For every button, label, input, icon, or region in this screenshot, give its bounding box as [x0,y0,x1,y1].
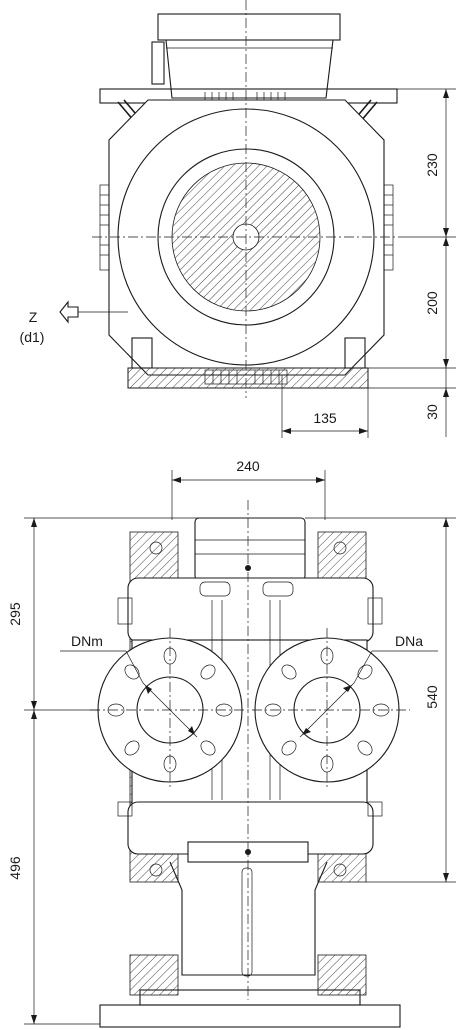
motor-end-view [92,0,400,398]
coupling-housing [194,517,306,581]
dim-30: 30 [424,404,440,420]
base-plate-section [127,367,369,389]
dim-135: 135 [313,410,337,426]
shaft [241,867,253,977]
z-view-arrow [59,300,79,324]
dim-240: 240 [236,458,260,474]
dim-496: 496 [7,856,23,880]
pump-side-view [60,500,438,1028]
pedestal-frame [169,861,328,976]
dimensions-top [59,88,456,438]
label-dna: DNa [395,633,423,649]
dim-295: 295 [7,602,23,626]
terminal-box-body [165,39,334,99]
base-frame [99,1004,401,1028]
label-z: Z [29,309,38,325]
dim-540: 540 [424,685,440,709]
terminal-box-lid [157,13,341,41]
upper-chamber [127,577,374,643]
dim-200: 200 [424,291,440,315]
label-dnm: DNm [71,633,103,649]
dimensions-bottom [24,470,456,1025]
dim-230: 230 [424,153,440,177]
terminal-fins [204,92,286,100]
cable-gland [151,41,165,85]
label-d1: (d1) [20,329,45,345]
